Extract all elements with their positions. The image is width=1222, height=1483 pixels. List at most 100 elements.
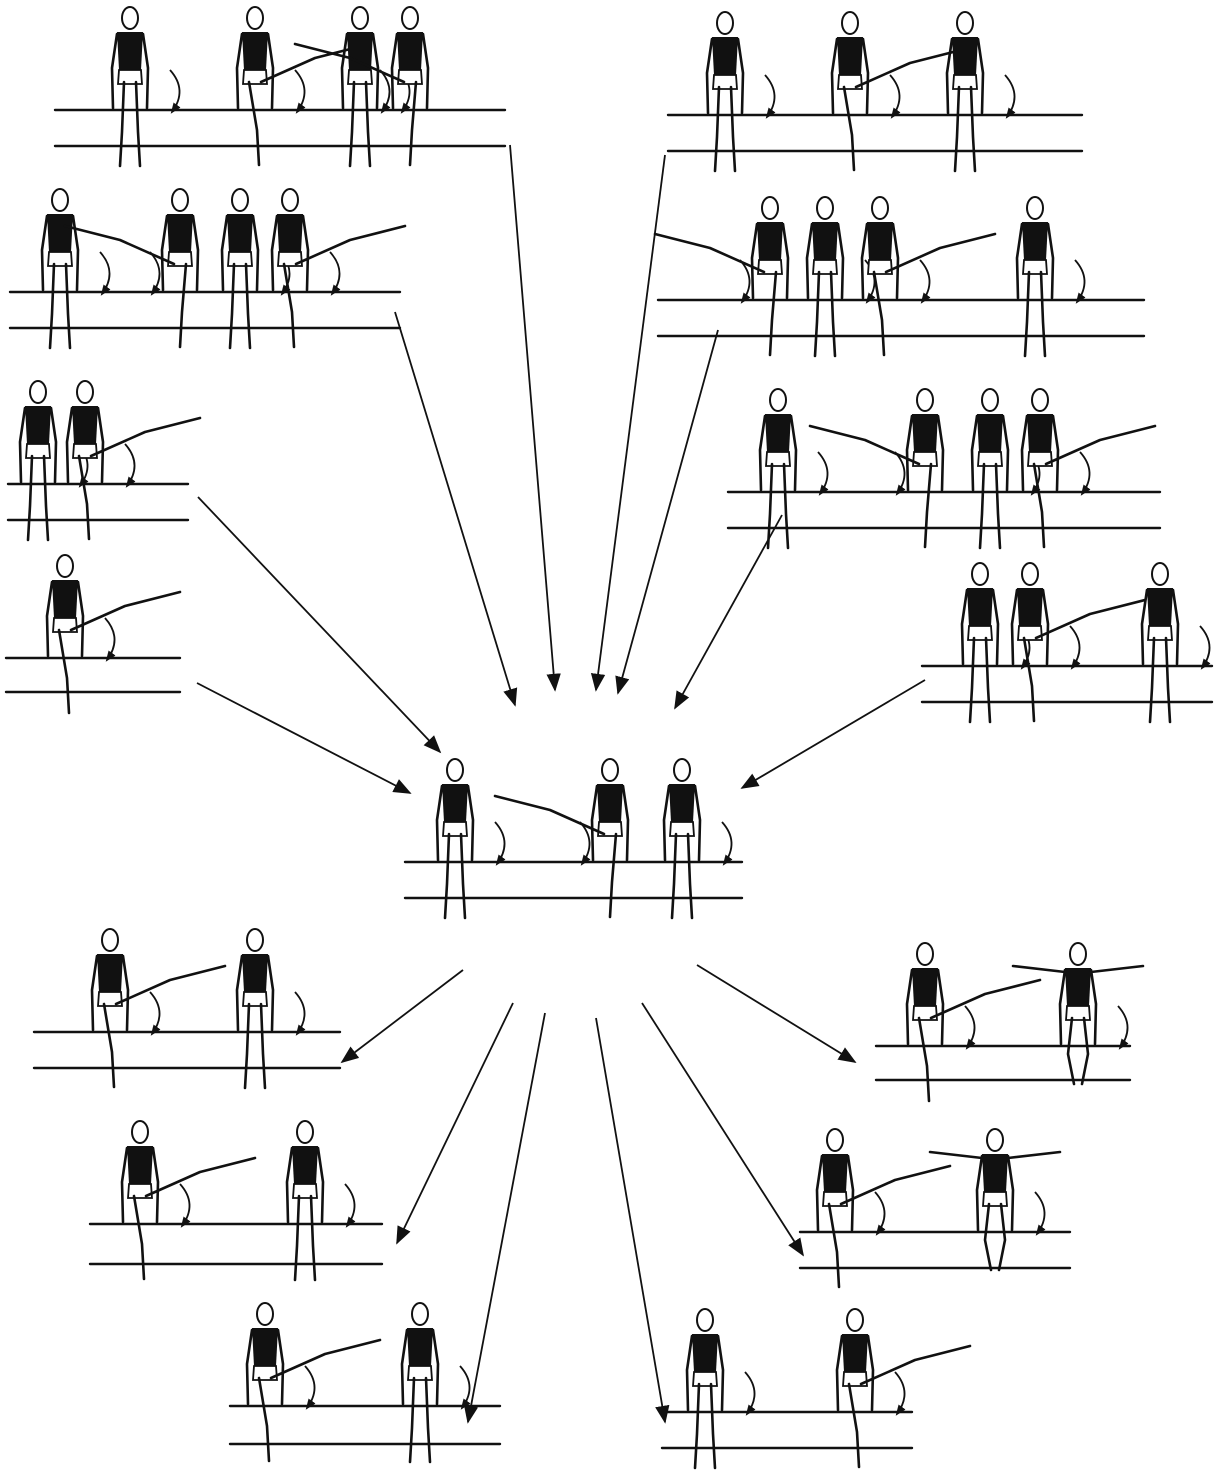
gymnast-legs <box>1025 272 1045 356</box>
gymnast-legs <box>245 1004 265 1088</box>
gymnast-arm <box>1043 590 1048 664</box>
gymnast-torso <box>442 784 468 822</box>
gymnast-legs <box>1068 1018 1088 1084</box>
gymnast-torso <box>1147 588 1173 626</box>
connector-arrow <box>197 683 410 793</box>
gymnast-head <box>1022 563 1038 585</box>
swing-arrow <box>895 1372 905 1414</box>
gymnast-shorts <box>670 822 694 836</box>
gymnast-shorts <box>26 444 50 458</box>
connector-arrow <box>642 1003 803 1255</box>
gymnast-head <box>674 759 690 781</box>
gymnast-torso <box>952 37 978 75</box>
horse-bar-right-3 <box>728 492 1160 528</box>
swing-arrow <box>920 260 930 302</box>
gymnast-head <box>1032 389 1048 411</box>
gymnast-arm <box>907 970 912 1044</box>
gymnast-figure <box>222 189 258 348</box>
gymnast-figure <box>342 7 378 166</box>
gymnast-arm <box>791 416 796 490</box>
gymnast-head <box>232 189 248 211</box>
gymnast-torso <box>127 1146 153 1184</box>
gymnast-shorts <box>1066 1006 1090 1020</box>
horse-bar-bottom-right-1 <box>876 1046 1130 1080</box>
gymnast-arm <box>1003 416 1008 490</box>
gymnast-arm <box>837 1336 842 1410</box>
gymnast-figure <box>947 12 983 171</box>
gymnast-arm <box>78 582 83 656</box>
gymnast-arm <box>123 956 128 1030</box>
gymnast-arm <box>47 582 52 656</box>
gymnast-head <box>1070 943 1086 965</box>
swing-arrow <box>345 1184 355 1226</box>
gymnast-shorts <box>978 452 1002 466</box>
gymnast-head <box>57 555 73 577</box>
connector-arrow <box>596 155 665 690</box>
gymnast-torso <box>812 222 838 260</box>
gymnast-arm <box>153 1148 158 1222</box>
gymnast-head <box>917 943 933 965</box>
gymnast-arm <box>947 39 952 113</box>
gymnast-head <box>282 189 298 211</box>
swing-arrow <box>818 452 828 494</box>
gymnast-arm <box>247 1330 252 1404</box>
gymnast-arm <box>268 34 273 108</box>
gymnast-torso <box>1027 414 1053 452</box>
gymnast-arm <box>67 408 72 482</box>
connector-arrow <box>395 312 515 705</box>
gymnast-arm <box>938 416 943 490</box>
gymnast-arm <box>817 1156 822 1230</box>
gymnast-arm <box>287 1148 292 1222</box>
gymnast-arm <box>783 224 788 298</box>
gymnast-shorts <box>693 1372 717 1386</box>
gymnast-head <box>102 929 118 951</box>
gymnast-shorts <box>1148 626 1172 640</box>
gymnast-figure <box>962 563 998 722</box>
gymnast-shorts <box>228 252 252 266</box>
gymnast-head <box>412 1303 428 1325</box>
gymnast-head <box>172 189 188 211</box>
gymnast-torso <box>867 222 893 260</box>
gymnast-legs <box>445 834 465 918</box>
gymnast-arm <box>303 216 308 290</box>
gymnast-arm <box>978 39 983 113</box>
swing-arrow <box>495 822 505 864</box>
gymnast-head <box>297 1121 313 1143</box>
gymnast-figure <box>495 759 628 917</box>
gymnast-legs <box>672 834 692 918</box>
gymnast-arm <box>1053 416 1058 490</box>
gymnast-torso <box>292 1146 318 1184</box>
gymnast-shorts <box>813 260 837 274</box>
gymnast-arm <box>1048 224 1053 298</box>
gymnast-arm <box>972 416 977 490</box>
gymnast-torso <box>692 1334 718 1372</box>
gymnast-torso <box>117 32 143 70</box>
gymnast-torso <box>97 954 123 992</box>
gymnast-arm <box>402 1330 407 1404</box>
gymnast-shorts <box>713 75 737 89</box>
gymnast-head <box>957 12 973 34</box>
gymnast-legs <box>134 1158 255 1279</box>
gymnast-arm <box>738 39 743 113</box>
swing-arrow <box>150 992 160 1034</box>
gymnast-head <box>982 389 998 411</box>
gymnast-figure <box>664 759 700 918</box>
gymnast-torso <box>47 214 73 252</box>
swing-arrow <box>125 444 135 486</box>
gymnast-arm <box>423 34 428 108</box>
gymnast-arm <box>863 39 868 113</box>
gymnast-head <box>77 381 93 403</box>
gymnast-figure <box>20 381 56 540</box>
gymnast-torso <box>912 968 938 1006</box>
swing-arrow <box>1118 1006 1128 1048</box>
swing-arrow <box>1080 452 1090 494</box>
gymnast-torso <box>837 37 863 75</box>
gymnast-head <box>247 929 263 951</box>
gymnast-arm <box>1022 416 1027 490</box>
swing-arrow <box>1075 260 1085 302</box>
gymnast-torso <box>712 37 738 75</box>
gymnast-head <box>52 189 68 211</box>
gymnast-torso <box>757 222 783 260</box>
connector-arrow <box>618 330 718 693</box>
gymnast-figure <box>810 389 943 547</box>
